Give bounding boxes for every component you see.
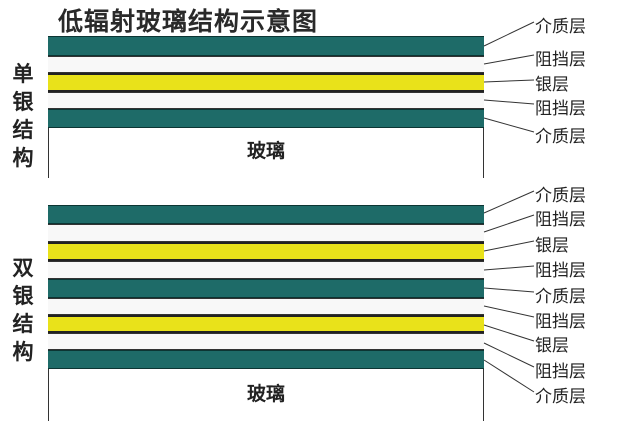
leader-line [483, 21, 535, 47]
single-structure-label: 单 银 结 构 [10, 60, 36, 172]
double-label-barrier-1: 阻挡层 [535, 210, 586, 230]
single-label-char-4: 构 [12, 146, 34, 170]
leader-line [483, 240, 535, 252]
leader-line [483, 265, 535, 271]
double-barrier-layer-4 [48, 333, 484, 350]
double-label-char-2: 银 [12, 284, 34, 308]
double-glass-substrate: 玻璃 [48, 369, 484, 421]
double-label-barrier-2: 阻挡层 [535, 261, 586, 281]
single-dielectric-layer-top [48, 36, 484, 56]
single-silver-layer [48, 73, 484, 92]
single-label-silver: 银层 [535, 75, 569, 95]
single-label-dielectric-bottom: 介质层 [535, 127, 586, 147]
diagram-title: 低辐射玻璃结构示意图 [58, 7, 319, 36]
leader-line [483, 324, 535, 342]
double-label-dielectric-3: 介质层 [535, 387, 586, 407]
double-label-dielectric-2: 介质层 [535, 287, 586, 307]
leader-line [483, 214, 535, 233]
leader-line [483, 359, 535, 393]
leader-line [483, 117, 535, 133]
single-glass-label: 玻璃 [246, 140, 285, 162]
double-dielectric-layer-2 [48, 279, 484, 298]
double-label-char-3: 结 [12, 312, 34, 336]
double-label-char-1: 双 [12, 256, 34, 280]
single-label-char-1: 单 [12, 62, 34, 86]
leader-line [483, 287, 535, 293]
single-label-barrier-bottom: 阻挡层 [535, 99, 586, 119]
double-silver-diagram: 玻璃 [48, 205, 484, 423]
double-label-silver-1: 银层 [535, 236, 569, 256]
leader-line [483, 79, 535, 83]
single-label-dielectric-top: 介质层 [535, 17, 586, 37]
leader-line [483, 99, 535, 105]
single-label-char-2: 银 [12, 90, 34, 114]
double-label-char-4: 构 [12, 340, 34, 364]
single-label-barrier-top: 阻挡层 [535, 50, 586, 70]
single-dielectric-layer-bottom [48, 109, 484, 128]
single-barrier-layer-bottom [48, 92, 484, 109]
single-glass-substrate: 玻璃 [48, 128, 484, 178]
leader-line [483, 190, 535, 214]
double-dielectric-layer-1 [48, 205, 484, 224]
single-label-char-3: 结 [12, 118, 34, 142]
leader-line [483, 305, 535, 318]
leader-line [483, 342, 535, 368]
double-label-barrier-4: 阻挡层 [535, 362, 586, 382]
leader-line [483, 54, 535, 65]
double-silver-layer-2 [48, 315, 484, 333]
single-barrier-layer-top [48, 56, 484, 73]
double-label-dielectric-1: 介质层 [535, 186, 586, 206]
double-silver-layer-1 [48, 242, 484, 261]
double-dielectric-layer-3 [48, 350, 484, 369]
double-label-barrier-3: 阻挡层 [535, 312, 586, 332]
double-barrier-layer-2 [48, 261, 484, 279]
double-structure-label: 双 银 结 构 [10, 254, 36, 366]
single-silver-diagram: 玻璃 [48, 36, 484, 180]
double-glass-label: 玻璃 [246, 383, 285, 405]
double-barrier-layer-3 [48, 298, 484, 315]
double-barrier-layer-1 [48, 224, 484, 242]
double-label-silver-2: 银层 [535, 336, 569, 356]
